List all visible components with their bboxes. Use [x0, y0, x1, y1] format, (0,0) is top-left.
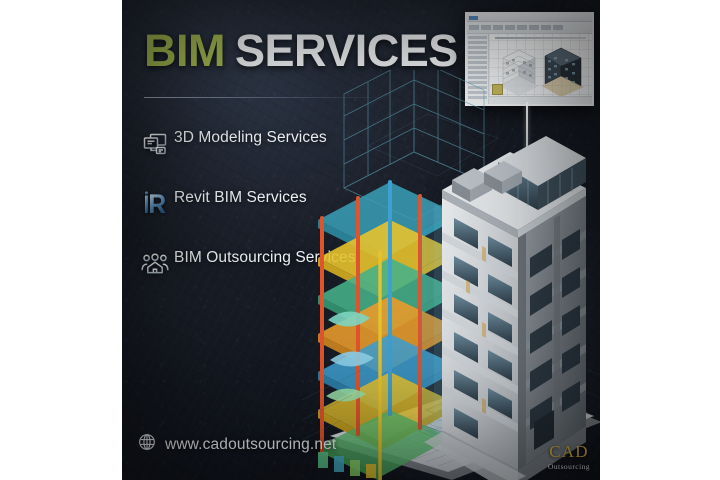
ground-data-grid: [302, 369, 600, 441]
window-body: [467, 34, 592, 104]
structural-analysis-model: [318, 180, 454, 480]
service-item-revit-bim[interactable]: Revit BIM Services: [136, 186, 366, 222]
service-item-bim-outsourcing[interactable]: BIM Outsourcing Services: [136, 246, 366, 282]
logo-secondary-text: Outsourcing: [547, 461, 590, 471]
canvas-view-badge: [492, 84, 503, 95]
title-rest: SERVICES: [235, 25, 458, 76]
dark-shaded-render: [542, 47, 584, 97]
window-model-canvas[interactable]: [489, 34, 592, 104]
bim-building-artwork: [302, 70, 600, 480]
window-titlebar: [467, 14, 592, 22]
window-project-browser[interactable]: [467, 34, 489, 104]
globe-icon: [138, 433, 156, 456]
white-architectural-render: [499, 49, 539, 96]
revit-r-icon: [136, 187, 174, 221]
services-list: 3D Modeling Services: [136, 126, 366, 306]
bim-software-window[interactable]: ........: [465, 12, 594, 106]
service-label: BIM Outsourcing Services: [174, 249, 356, 266]
title-highlight: BIM: [144, 25, 226, 76]
cad-outsourcing-logo[interactable]: CAD Outsourcing: [548, 443, 590, 471]
service-label: 3D Modeling Services: [174, 129, 327, 146]
website-url: www.cadoutsourcing.net: [165, 435, 337, 453]
canvas-header-line: [495, 37, 586, 39]
window-ribbon-toolbar[interactable]: ........: [467, 22, 592, 34]
service-item-3d-modeling[interactable]: 3D Modeling Services: [136, 126, 366, 162]
website-footer[interactable]: www.cadoutsourcing.net: [138, 433, 336, 456]
people-group-home-icon: [136, 247, 174, 281]
service-label: Revit BIM Services: [174, 189, 307, 206]
logo-primary-text: CAD: [549, 441, 589, 461]
monitor-screens-icon: [136, 127, 174, 161]
photorealistic-render: [424, 136, 586, 480]
window-status-bar: [489, 96, 592, 104]
title-divider: [144, 97, 392, 98]
